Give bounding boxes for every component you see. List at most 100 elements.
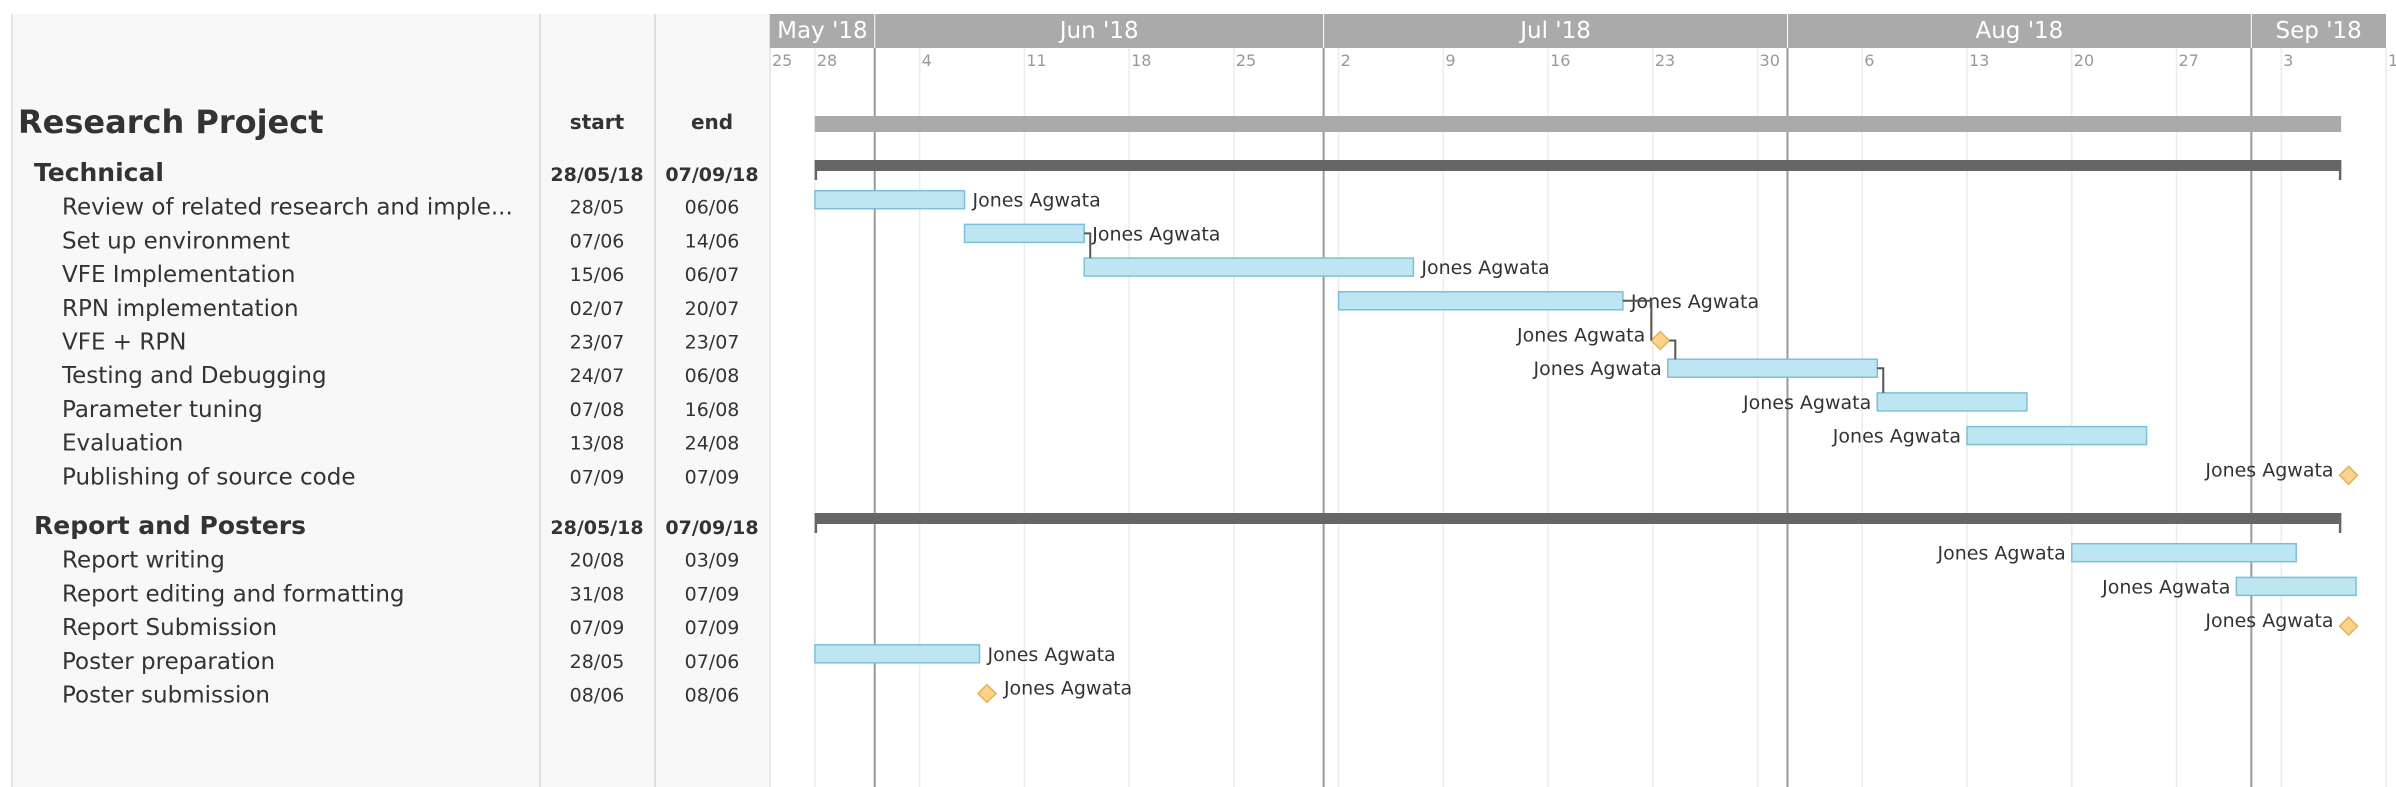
task-end-date: 23/07 (685, 332, 740, 354)
group-title: Technical (34, 158, 164, 187)
task-resource-label: Jones Agwata (1630, 291, 1759, 313)
milestone-marker (1650, 330, 1671, 351)
task-end-date: 06/07 (685, 264, 740, 286)
task-start-date: 07/09 (570, 466, 625, 488)
milestone-marker (2338, 465, 2359, 486)
task-start-date: 13/08 (570, 433, 625, 455)
timeline-header: 25284111825291623306132027310May '18Jun … (770, 14, 2396, 70)
task-name: Set up environment (62, 228, 290, 254)
week-tick-label: 18 (1131, 51, 1151, 70)
task-name: Poster submission (62, 683, 270, 709)
task-bar (1337, 291, 1624, 311)
dependency-arrow (1622, 299, 1653, 341)
task-name: Poster preparation (62, 649, 275, 675)
task-end-date: 14/06 (685, 230, 740, 252)
group-end-date: 07/09/18 (665, 517, 758, 539)
task-resource-label: Jones Agwata (1516, 325, 1645, 347)
gridlines (769, 48, 2387, 787)
week-tick-label: 25 (1236, 51, 1256, 70)
month-label: Aug '18 (1976, 18, 2064, 44)
task-start-date: 15/06 (570, 264, 625, 286)
week-tick-label: 3 (2283, 51, 2293, 70)
task-resource-label: Jones Agwata (2204, 610, 2333, 632)
week-tick-label: 27 (2179, 51, 2199, 70)
week-tick-label: 13 (1969, 51, 1989, 70)
week-tick-label: 28 (817, 51, 837, 70)
task-resource-label: Jones Agwata (1533, 358, 1662, 380)
task-end-date: 06/08 (685, 365, 740, 387)
week-tick-label: 4 (922, 51, 932, 70)
task-name: VFE + RPN (62, 330, 186, 356)
week-tick-label: 16 (1550, 51, 1570, 70)
task-bar (2071, 542, 2297, 563)
week-tick-label: 9 (1445, 51, 1455, 70)
task-end-date: 20/07 (685, 298, 740, 320)
task-name: Evaluation (62, 431, 183, 457)
task-name: RPN implementation (62, 296, 299, 322)
task-resource-label: Jones Agwata (1091, 223, 1220, 245)
week-tick-label: 10 (2388, 51, 2396, 70)
group-summary-bar (814, 160, 2342, 171)
dependency-arrow (1669, 339, 1677, 360)
task-name: Parameter tuning (62, 397, 263, 423)
task-end-date: 03/09 (685, 550, 740, 572)
milestone-marker (976, 683, 998, 704)
task-end-date: 08/06 (685, 685, 740, 707)
task-resource-label: Jones Agwata (1003, 678, 1132, 700)
task-name: Report writing (62, 548, 225, 574)
month-label: Sep '18 (2276, 18, 2362, 44)
task-start-date: 07/08 (570, 399, 625, 421)
task-end-date: 07/06 (685, 651, 740, 673)
month-label: Jul '18 (1518, 18, 1591, 44)
task-name: VFE Implementation (62, 262, 295, 288)
task-end-date: 07/09 (685, 466, 740, 488)
task-name: Report Submission (62, 615, 277, 641)
task-bar (814, 189, 966, 210)
task-start-date: 31/08 (570, 583, 625, 605)
task-bar (963, 223, 1085, 244)
project-title: Research Project (18, 103, 324, 141)
task-bar (1083, 257, 1415, 277)
group-start-date: 28/05/18 (550, 164, 643, 186)
left-panel-background (12, 14, 770, 787)
project-summary-bar (814, 116, 2342, 132)
task-start-date: 28/05 (570, 651, 625, 673)
dependency-connectors (1084, 232, 1885, 393)
month-label: Jun '18 (1058, 18, 1139, 44)
dependency-arrow (1877, 367, 1885, 393)
task-resource-label: Jones Agwata (2101, 576, 2230, 598)
task-resource-label: Jones Agwata (1832, 426, 1961, 448)
month-header-bar (770, 14, 2386, 48)
group-summary-bar (814, 513, 2342, 524)
group-start-date: 28/05/18 (550, 517, 643, 539)
task-resource-label: Jones Agwata (2204, 459, 2333, 481)
task-end-date: 07/09 (685, 617, 740, 639)
week-tick-label: 23 (1655, 51, 1675, 70)
task-start-date: 20/08 (570, 550, 625, 572)
week-tick-label: 2 (1341, 51, 1351, 70)
group-title: Report and Posters (34, 511, 306, 540)
task-end-date: 06/06 (685, 197, 740, 219)
week-tick-label: 30 (1760, 51, 1780, 70)
column-header-start: start (570, 110, 625, 134)
week-tick-label: 11 (1026, 51, 1046, 70)
task-start-date: 07/06 (570, 230, 625, 252)
task-end-date: 16/08 (685, 399, 740, 421)
task-resource-label: Jones Agwata (1742, 392, 1871, 414)
task-start-date: 08/06 (570, 685, 625, 707)
task-resource-label: Jones Agwata (972, 190, 1101, 212)
dependency-arrow (1084, 232, 1092, 259)
task-bar (1876, 392, 2028, 412)
milestone-marker (2338, 616, 2359, 637)
task-name: Testing and Debugging (61, 363, 327, 389)
task-resource-label: Jones Agwata (1937, 543, 2066, 565)
task-bar (2235, 576, 2357, 597)
task-bar (1667, 358, 1879, 378)
task-start-date: 07/09 (570, 617, 625, 639)
task-bar (1966, 425, 2148, 446)
month-label: May '18 (777, 18, 867, 44)
group-end-date: 07/09/18 (665, 164, 758, 186)
